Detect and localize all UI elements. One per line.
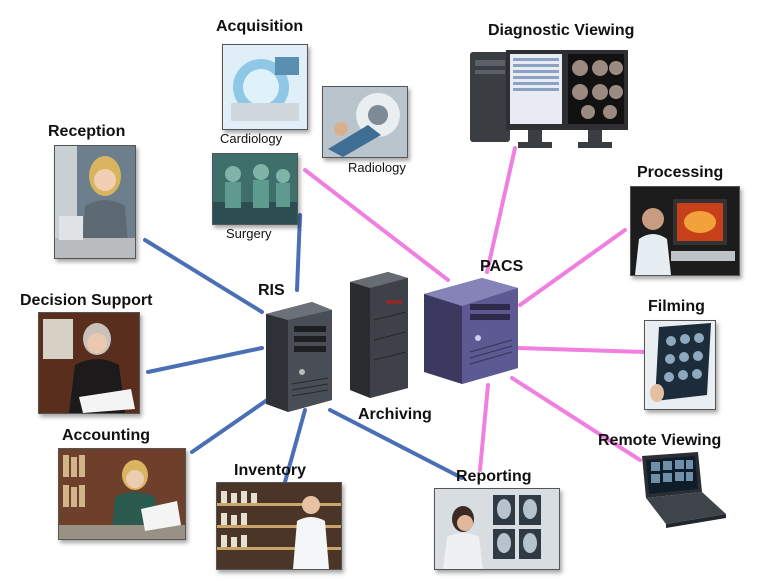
processing-label: Processing — [637, 164, 724, 181]
inventory-label: Inventory — [234, 462, 307, 479]
archiving-server-icon — [348, 270, 410, 400]
diagnostic-viewing-label: Diagnostic Viewing — [488, 22, 635, 39]
link-ris-accounting — [190, 396, 272, 454]
link-pacs-filming — [516, 346, 647, 354]
link-ris-reception — [143, 238, 264, 314]
reception-photo — [54, 145, 136, 259]
reception-label: Reception — [48, 123, 126, 140]
remote-viewing-label: Remote Viewing — [598, 432, 722, 449]
link-pacs-reporting — [478, 383, 490, 472]
radiology-label: Radiology — [348, 160, 406, 175]
remote-viewing-laptop-icon — [636, 452, 728, 528]
archiving-label: Archiving — [358, 406, 432, 423]
link-pacs-remote — [510, 376, 642, 462]
inventory-photo — [216, 482, 342, 570]
pacs-label: PACS — [480, 258, 524, 275]
link-pacs-diagnostic — [485, 146, 517, 274]
filming-label: Filming — [648, 298, 705, 315]
ris-server-icon — [262, 300, 334, 412]
decision-support-label: Decision Support — [20, 292, 153, 309]
pacs-server-icon — [422, 274, 522, 386]
accounting-photo — [58, 448, 186, 540]
radiology-photo — [322, 86, 408, 158]
surgery-photo — [212, 153, 298, 225]
link-ris-surgery — [295, 213, 302, 292]
surgery-label: Surgery — [226, 226, 272, 241]
diagnostic-workstation-icon — [470, 44, 640, 154]
reporting-photo — [434, 488, 560, 570]
link-ris-decision-support — [146, 346, 264, 374]
processing-photo — [630, 186, 740, 276]
link-pacs-radiology — [303, 168, 450, 282]
ris-label: RIS — [258, 282, 285, 299]
decision-support-photo — [38, 312, 140, 414]
reporting-label: Reporting — [456, 468, 532, 485]
link-ris-inventory — [283, 408, 307, 484]
acquisition-label: Acquisition — [216, 18, 304, 35]
cardiology-label: Cardiology — [220, 131, 283, 146]
link-ris-reporting — [328, 408, 464, 480]
filming-photo — [644, 320, 716, 410]
link-pacs-processing — [518, 228, 627, 307]
cardiology-photo — [222, 44, 308, 130]
accounting-label: Accounting — [62, 427, 150, 444]
